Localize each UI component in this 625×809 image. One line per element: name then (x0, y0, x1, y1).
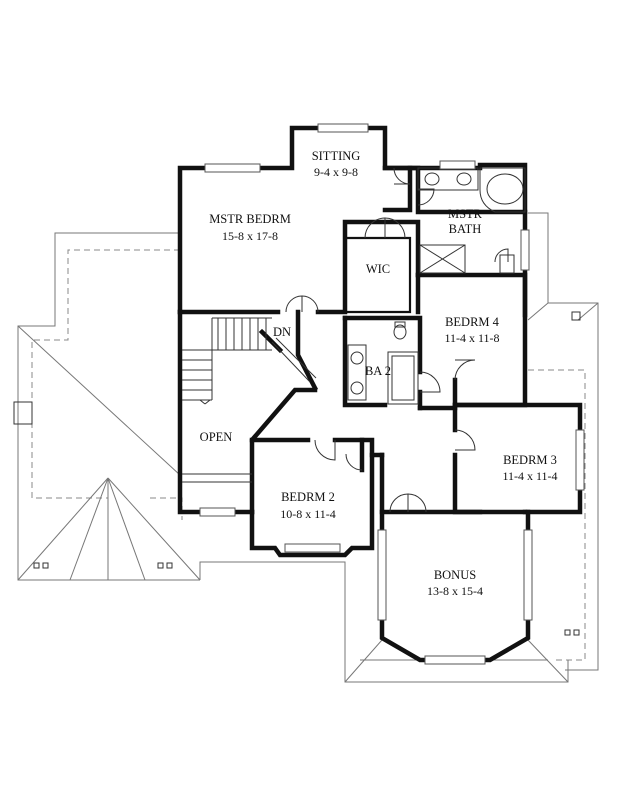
bedroom4-label: BEDRM 4 (445, 315, 500, 329)
bedroom2-label: BEDRM 2 (281, 490, 335, 504)
roof-outlines (13, 212, 599, 683)
bath-fixtures (347, 167, 526, 405)
sitting-dims: 9-4 x 9-8 (314, 165, 358, 179)
room-labels: SITTING 9-4 x 9-8 MSTR BEDRM 15-8 x 17-8… (200, 149, 558, 598)
sitting-label: SITTING (312, 149, 361, 163)
doors (285, 167, 509, 513)
bonus-dims: 13-8 x 15-4 (427, 584, 483, 598)
bath2-label: BA 2 (365, 364, 391, 378)
open-label: OPEN (200, 430, 233, 444)
windows (199, 123, 585, 665)
staircase (182, 317, 317, 483)
bedroom2-dims: 10-8 x 11-4 (280, 507, 336, 521)
bedroom3-label: BEDRM 3 (503, 453, 557, 467)
bonus-label: BONUS (434, 568, 476, 582)
stair-down-label: DN (273, 325, 291, 339)
master-bedroom-dims: 15-8 x 17-8 (222, 229, 278, 243)
master-bedroom-label: MSTR BEDRM (209, 212, 291, 226)
master-bath-label-line1: MSTR (448, 207, 483, 221)
bedroom3-dims: 11-4 x 11-4 (502, 469, 557, 483)
wic-label: WIC (366, 262, 390, 276)
bedroom4-dims: 11-4 x 11-8 (444, 331, 499, 345)
master-bath-label-line2: BATH (449, 222, 482, 236)
